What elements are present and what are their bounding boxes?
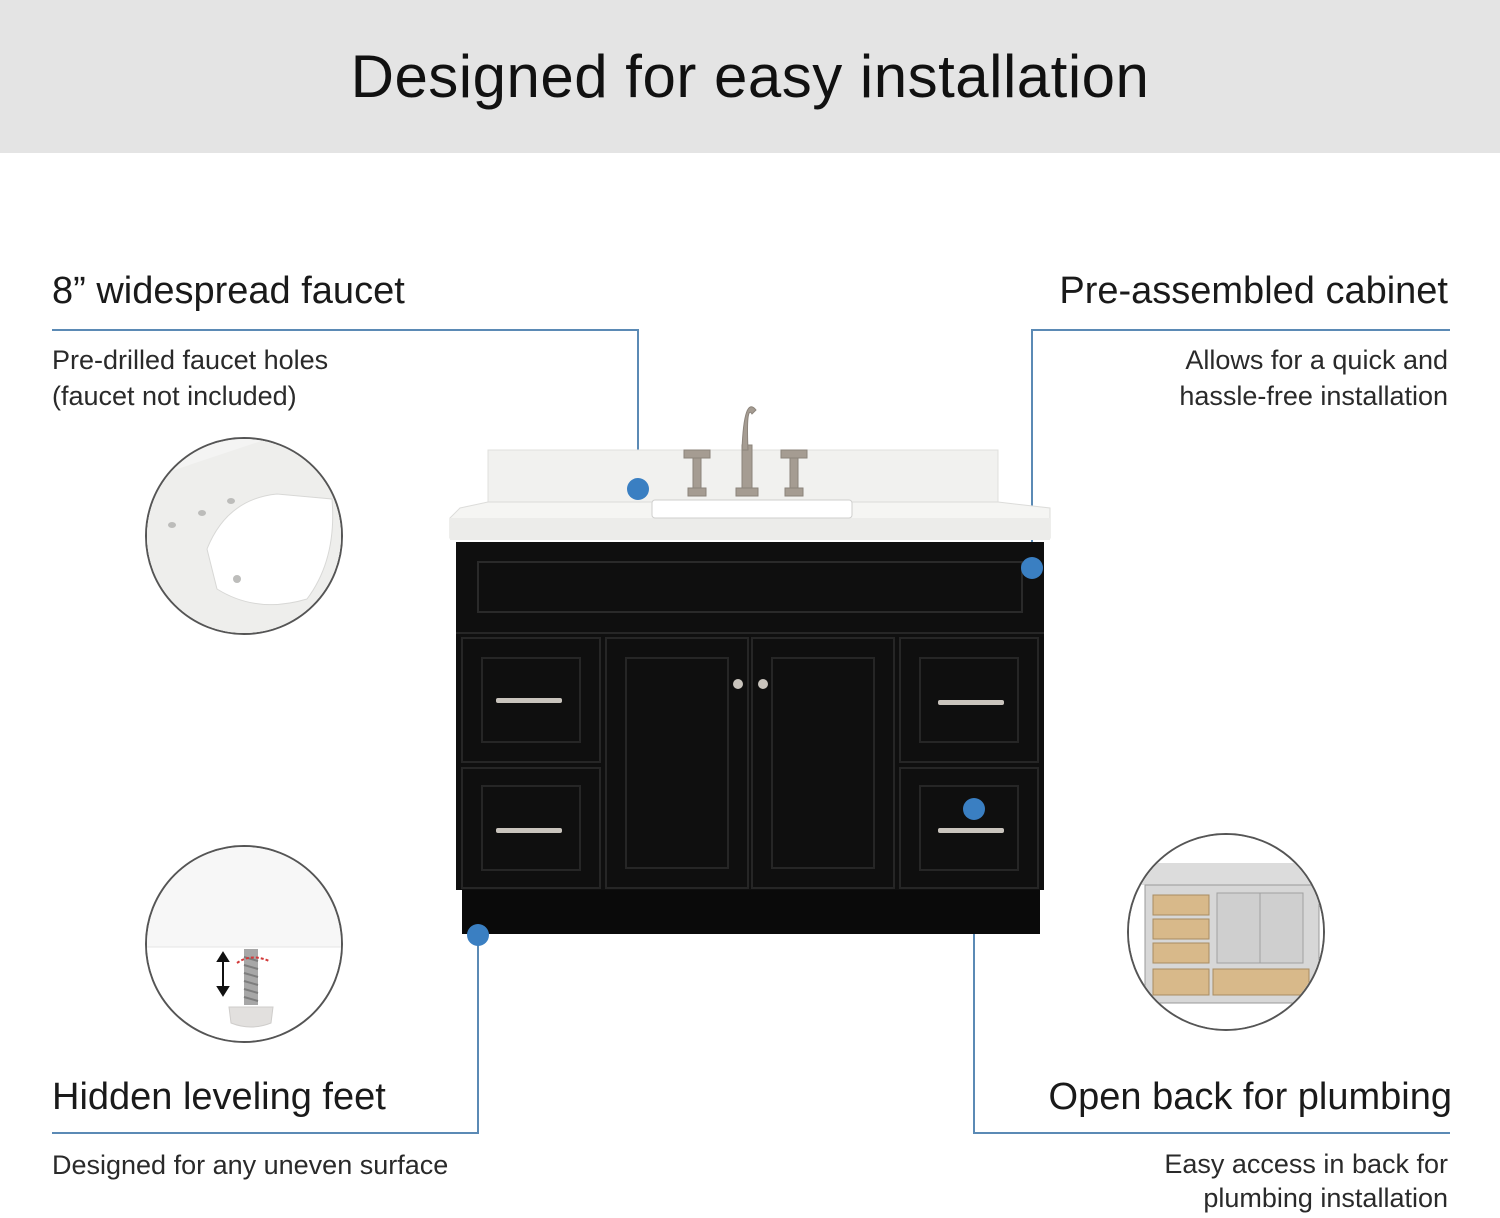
plumbing-feature-title: Open back for plumbing xyxy=(1048,1076,1452,1118)
feet-feature-desc: Designed for any uneven surface xyxy=(52,1147,448,1183)
title-banner: Designed for easy installation xyxy=(0,0,1500,153)
plumbing-feature-desc: Easy access in back for plumbing install… xyxy=(1164,1147,1448,1215)
faucet-icon xyxy=(683,406,808,497)
feet-leader-line xyxy=(52,936,479,1134)
faucet-desc-line: Pre-drilled faucet holes xyxy=(52,345,329,375)
plumbing-desc-line: plumbing installation xyxy=(1203,1183,1448,1213)
cabinet-feature-desc: Allows for a quick and hassle-free insta… xyxy=(1179,342,1448,414)
faucet-leader-line xyxy=(52,329,639,488)
cabinet-desc-line: Allows for a quick and xyxy=(1185,345,1448,375)
faucet-feature-title: 8” widespread faucet xyxy=(52,270,405,312)
leveling-foot-icon xyxy=(145,845,343,1043)
plumbing-desc-line: Easy access in back for xyxy=(1164,1149,1448,1179)
page-title: Designed for easy installation xyxy=(350,43,1150,110)
feet-feature-title: Hidden leveling feet xyxy=(52,1076,386,1118)
cabinet-desc-line: hassle-free installation xyxy=(1179,381,1448,411)
faucet-feature-desc: Pre-drilled faucet holes (faucet not inc… xyxy=(52,342,328,414)
vanity-image xyxy=(449,406,1051,934)
sink-detail-icon xyxy=(145,437,343,635)
faucet-desc-line: (faucet not included) xyxy=(52,381,297,411)
feet-desc-line: Designed for any uneven surface xyxy=(52,1150,449,1180)
cabinet-leader-line xyxy=(1031,329,1450,566)
open-back-icon xyxy=(1127,833,1325,1031)
cabinet-feature-title: Pre-assembled cabinet xyxy=(1059,270,1448,312)
